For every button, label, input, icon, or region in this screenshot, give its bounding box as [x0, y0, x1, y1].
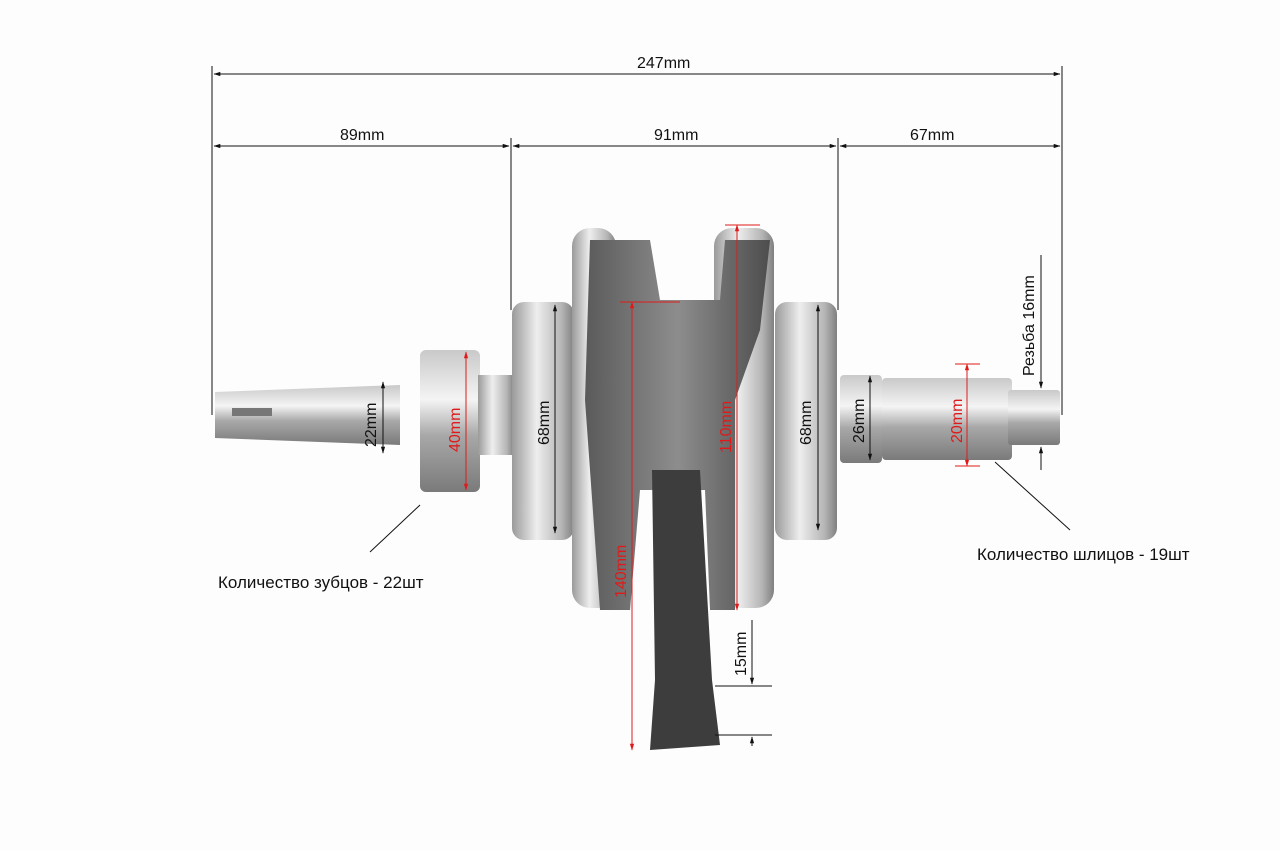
spline-diameter-label: 20mm	[949, 399, 966, 443]
spline-shaft	[882, 378, 1012, 460]
right-shaft-length-label: 67mm	[910, 127, 954, 144]
left-shaft-diameter-label: 22mm	[363, 403, 380, 447]
rod-length-label: 140mm	[613, 545, 630, 598]
overall-length-label: 247mm	[637, 55, 690, 72]
gear-teeth-callout: Количество зубцов - 22шт	[218, 573, 424, 592]
left-bearing-diameter-label: 68mm	[536, 401, 553, 445]
left-shaft	[215, 385, 400, 445]
left-bearing	[512, 302, 574, 540]
small-end-width-label: 15mm	[733, 632, 750, 676]
extension-lines	[211, 66, 1063, 736]
thread-label: Резьба 16mm	[1021, 275, 1038, 376]
flywheel-diameter-label: 110mm	[718, 401, 735, 453]
crank-width-label: 91mm	[654, 127, 698, 144]
crankshaft-photo	[215, 228, 1060, 750]
horizontal-dimension-lines	[213, 71, 1061, 149]
keyway	[232, 408, 272, 416]
gear-diameter-label: 40mm	[447, 408, 464, 452]
splines-callout: Количество шлицов - 19шт	[977, 545, 1190, 564]
threaded-end	[1008, 390, 1060, 445]
left-shaft-length-label: 89mm	[340, 127, 384, 144]
gear-collar	[478, 375, 514, 455]
gear-callout-leader	[369, 504, 421, 553]
right-collar-diameter-label: 26mm	[851, 399, 868, 443]
spline-callout-leader	[994, 461, 1071, 531]
connecting-rod	[650, 470, 720, 750]
vertical-dimension-lines	[380, 224, 980, 751]
right-bearing	[775, 302, 837, 540]
right-bearing-diameter-label: 68mm	[798, 401, 815, 445]
